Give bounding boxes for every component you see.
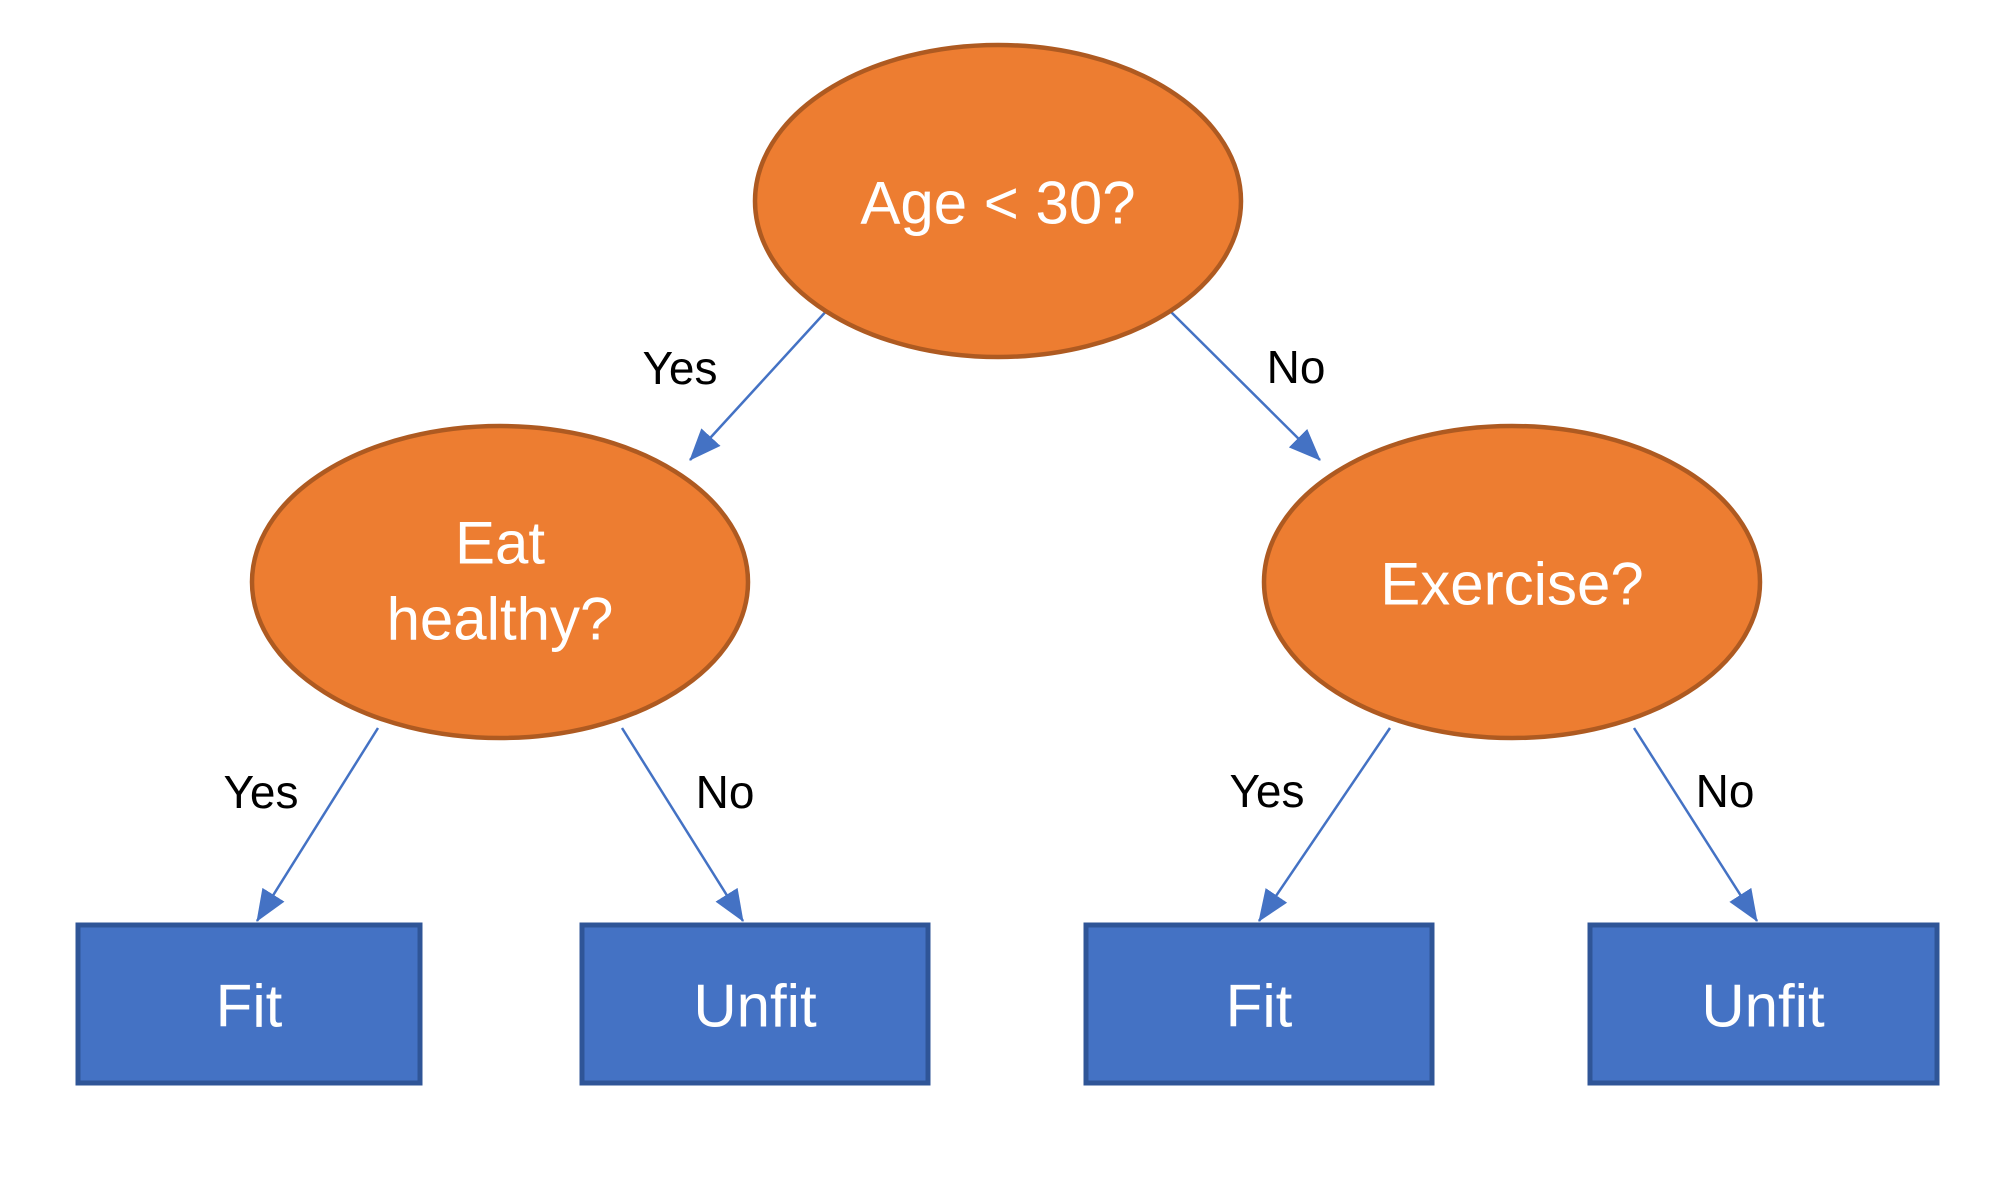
arrow-root-to-eat-healthy — [689, 306, 831, 461]
eat-healthy-label-line2: healthy? — [387, 586, 614, 653]
arrow-root-to-exercise — [1165, 306, 1321, 461]
fit-right-label: Fit — [1226, 973, 1293, 1040]
arrow-eat-healthy-to-fit — [255, 727, 380, 922]
root-label: Age < 30? — [860, 170, 1135, 237]
edge-root-no: No — [1165, 306, 1326, 461]
arrow-exercise-to-fit — [1257, 727, 1392, 922]
node-fit-right: Fit — [1083, 922, 1435, 1086]
unfit-right-label: Unfit — [1701, 973, 1825, 1040]
node-exercise: Exercise? — [1261, 423, 1763, 741]
edge-root-yes: Yes — [642, 306, 831, 461]
edge-label-exercise-no: No — [1696, 765, 1755, 817]
unfit-right-rect — [1587, 922, 1940, 1086]
unfit-left-rect — [579, 922, 931, 1086]
edge-label-root-no: No — [1267, 341, 1326, 393]
eat-healthy-ellipse — [249, 423, 751, 741]
root-ellipse — [752, 42, 1244, 360]
fit-left-rect — [75, 922, 423, 1086]
exercise-label: Exercise? — [1380, 551, 1643, 618]
unfit-left-label: Unfit — [693, 973, 817, 1040]
node-eat-healthy: Eat healthy? — [249, 423, 751, 741]
exercise-ellipse — [1261, 423, 1763, 741]
edge-exercise-no: No — [1632, 727, 1759, 922]
edge-label-eat-healthy-no: No — [696, 766, 755, 818]
edge-label-exercise-yes: Yes — [1229, 765, 1304, 817]
node-fit-left: Fit — [75, 922, 423, 1086]
fit-right-rect — [1083, 922, 1435, 1086]
node-root: Age < 30? — [752, 42, 1244, 360]
eat-healthy-label-line1: Eat — [455, 510, 545, 577]
edge-label-root-yes: Yes — [642, 342, 717, 394]
edge-eat-healthy-no: No — [620, 727, 755, 922]
fit-left-label: Fit — [216, 973, 283, 1040]
edge-exercise-yes: Yes — [1229, 727, 1392, 922]
edge-label-eat-healthy-yes: Yes — [223, 766, 298, 818]
edge-eat-healthy-yes: Yes — [223, 727, 380, 922]
node-unfit-left: Unfit — [579, 922, 931, 1086]
arrow-eat-healthy-to-unfit — [620, 727, 745, 922]
node-unfit-right: Unfit — [1587, 922, 1940, 1086]
arrow-exercise-to-unfit — [1632, 727, 1759, 922]
